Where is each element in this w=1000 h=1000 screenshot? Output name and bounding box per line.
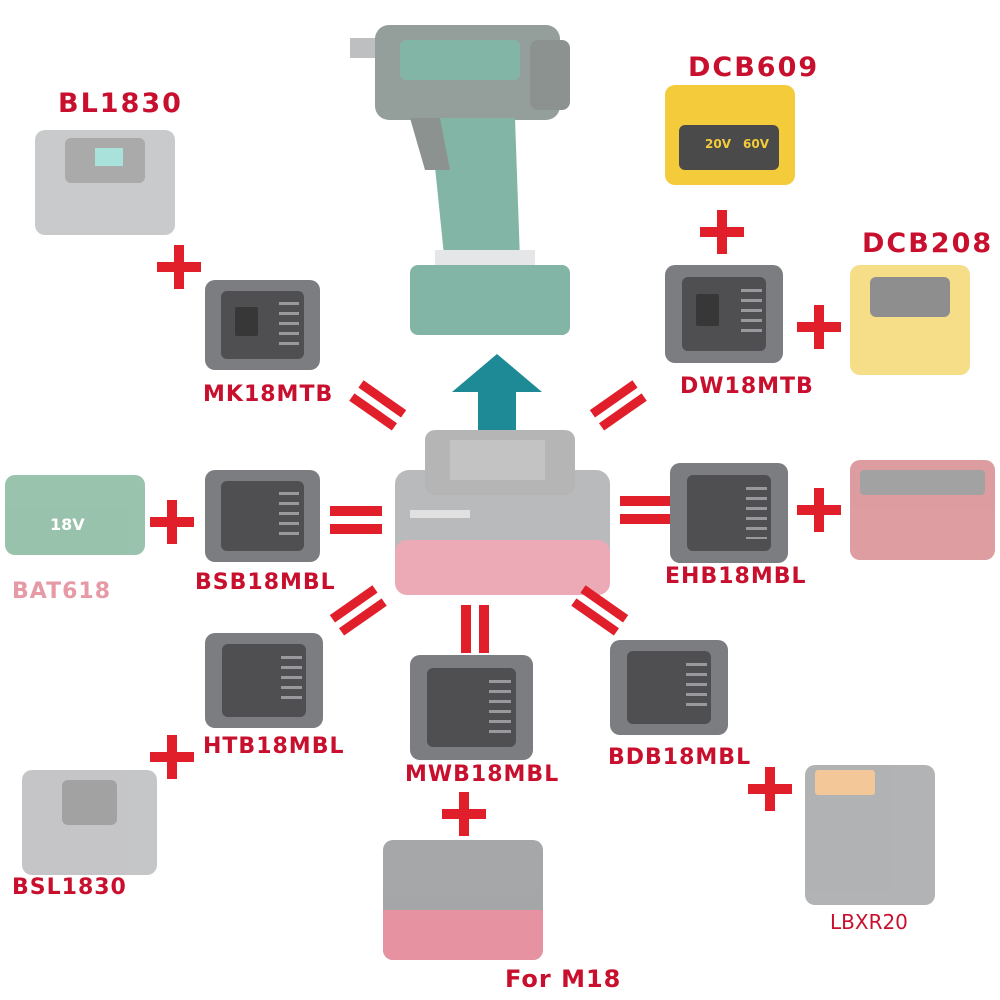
plus-icon: [150, 500, 194, 544]
plus-icon: [157, 245, 201, 289]
label-lbxr20: LBXR20: [830, 910, 908, 934]
label-dw18mtb: DW18MTB: [680, 374, 814, 399]
milwaukee-m18-battery: [383, 840, 543, 960]
label-dcb609: DCB609: [688, 52, 820, 83]
plus-icon: [700, 210, 744, 254]
dw18mtb-adapter: [665, 265, 783, 363]
bat618-voltage-label: 18V: [50, 515, 85, 534]
label-bdb18mbl: BDB18MBL: [608, 745, 752, 770]
bsb18mbl-adapter: [205, 470, 320, 562]
black-decker-lbxr20-battery: [805, 765, 935, 905]
mwb18mbl-adapter: [410, 655, 533, 760]
makita-bl1830-battery: [35, 130, 175, 235]
equals-icon: [330, 500, 382, 540]
ehb18mbl-adapter: [670, 463, 788, 563]
plus-icon: [797, 305, 841, 349]
dcb609-voltage-label: 20V: [705, 137, 731, 151]
label-bsb18mbl: BSB18MBL: [195, 570, 336, 595]
label-htb18mbl: HTB18MBL: [203, 734, 345, 759]
mk18mtb-adapter: [205, 280, 320, 370]
plus-icon: [797, 488, 841, 532]
htb18mbl-adapter: [205, 633, 323, 728]
hikoki-bsl1830-battery: [22, 770, 157, 875]
dewalt-dcb208-battery: [850, 265, 970, 375]
impact-wrench-image: [350, 25, 570, 335]
label-bl1830: BL1830: [58, 88, 183, 119]
plus-icon: [748, 767, 792, 811]
einhell-battery: [850, 460, 995, 560]
label-for-m18: For M18: [505, 965, 622, 993]
plus-icon: [150, 735, 194, 779]
dewalt-dcb609-battery: 20V 60V: [665, 85, 795, 185]
label-ehb18mbl: EHB18MBL: [665, 564, 807, 589]
label-mk18mtb: MK18MTB: [203, 382, 334, 407]
label-bat618: BAT618: [12, 579, 112, 604]
bdb18mbl-adapter: [610, 640, 728, 735]
equals-icon: [455, 605, 495, 653]
bosch-bat618-battery: 18V: [5, 475, 145, 555]
central-m18-battery-image: [395, 430, 610, 595]
label-dcb208: DCB208: [862, 228, 994, 259]
up-arrow-icon: [452, 354, 542, 430]
label-bsl1830: BSL1830: [12, 875, 127, 900]
dcb609-flex-label: 60V: [743, 137, 769, 151]
label-mwb18mbl: MWB18MBL: [405, 762, 560, 787]
equals-icon: [620, 490, 670, 530]
plus-icon: [442, 792, 486, 836]
